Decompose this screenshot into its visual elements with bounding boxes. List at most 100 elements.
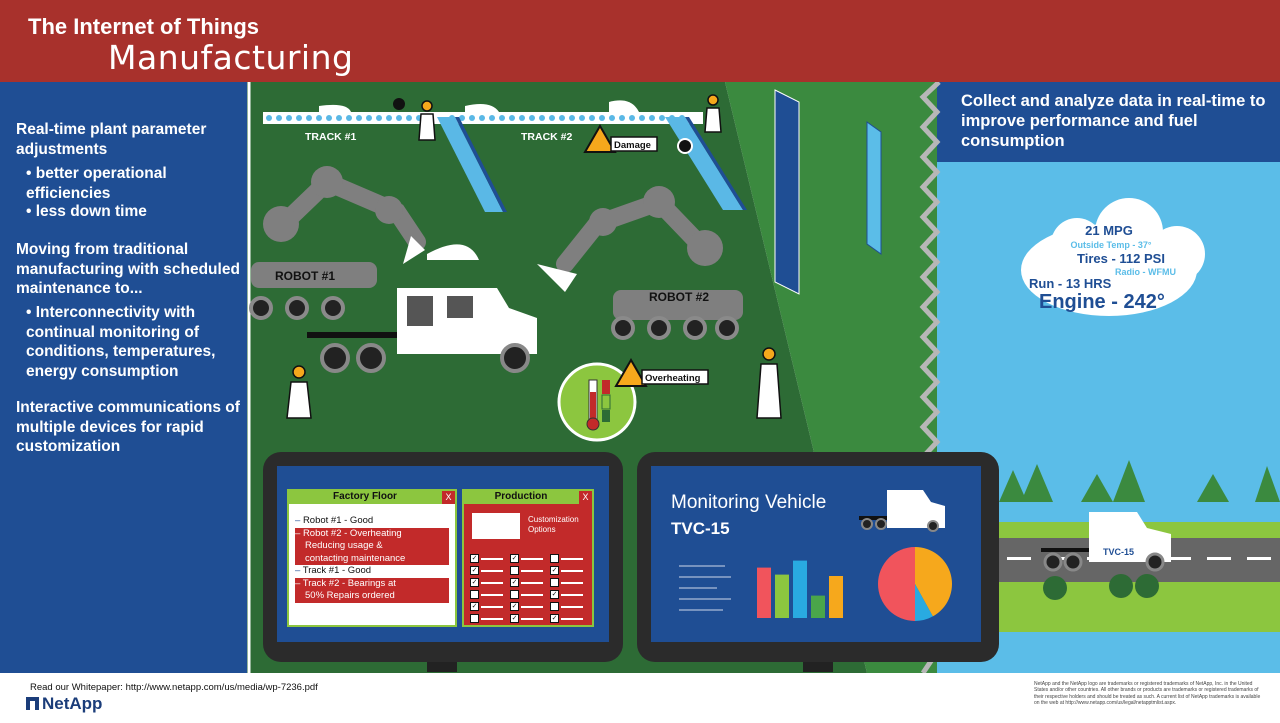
checkbox[interactable]: ✓ — [470, 602, 479, 611]
checkbox[interactable] — [470, 590, 479, 599]
checkbox[interactable]: ✓ — [510, 578, 519, 587]
monitor1-stand — [427, 662, 457, 672]
checkbox[interactable] — [550, 602, 559, 611]
truck1-window — [447, 296, 473, 318]
part-on-track — [609, 100, 639, 112]
checkbox[interactable]: ✓ — [510, 602, 519, 611]
left-info-panel: Real-time plant parameter adjustments • … — [0, 82, 247, 673]
robot2-label: ROBOT #2 — [649, 290, 709, 304]
monitor2-stand — [803, 662, 833, 672]
bar-1 — [775, 574, 789, 618]
thermometer-mercury — [590, 392, 596, 420]
robot2-joint — [589, 208, 617, 236]
truck1-frame — [307, 332, 427, 338]
bushes — [1043, 574, 1159, 600]
robot1-joint — [263, 206, 299, 242]
factory-floor-card: Factory Floor X – Robot #1 - Good – Robo… — [287, 489, 457, 627]
truck1-wheels — [320, 343, 530, 373]
thermometer-gauge — [601, 394, 611, 410]
checkbox[interactable]: ✓ — [510, 554, 519, 563]
checklist-row: ✓✓ — [470, 553, 588, 564]
tire-on-track — [393, 98, 405, 110]
checkbox[interactable]: ✓ — [550, 566, 559, 575]
window-2 — [866, 121, 882, 255]
track1-label: TRACK #1 — [305, 131, 357, 143]
truck2-wheels — [1043, 552, 1165, 572]
checklist-row: ✓✓ — [470, 565, 588, 576]
damage-tag — [610, 136, 658, 152]
part-on-track — [319, 104, 351, 112]
checklist-row: ✓ — [470, 589, 588, 600]
monitor2-truck-wheels — [861, 518, 939, 532]
robot1-arm — [268, 171, 426, 251]
robot1-joint — [375, 196, 403, 224]
monitor2-bar-chart — [757, 560, 843, 618]
checkbox[interactable] — [510, 566, 519, 575]
netapp-logo: NetApp — [26, 694, 102, 714]
checkbox[interactable] — [510, 590, 519, 599]
robot1-part — [427, 244, 479, 260]
header-banner — [0, 0, 1280, 82]
window-1 — [774, 89, 800, 295]
track2-label: TRACK #2 — [521, 131, 573, 143]
right-banner-text: Collect and analyze data in real-time to… — [961, 92, 1266, 150]
monitor2-truck-frame — [859, 516, 899, 520]
checkbox[interactable]: ✓ — [470, 566, 479, 575]
monitor2-subtitle: TVC-15 — [671, 519, 730, 538]
bar-3 — [811, 595, 825, 618]
worker-figure — [418, 100, 436, 141]
truck2-cab — [1089, 512, 1171, 562]
bar-0 — [757, 567, 771, 618]
tire-on-track — [677, 138, 693, 154]
robot1-label: ROBOT #1 — [275, 269, 335, 283]
pie-slice-1 — [915, 584, 933, 621]
cloud-radio: Radio - WFMU — [1115, 267, 1176, 277]
robot2-claw — [537, 264, 577, 292]
track1-belt — [263, 112, 443, 124]
checkbox[interactable]: ✓ — [550, 590, 559, 599]
trees — [999, 460, 1280, 502]
data-cloud — [1021, 198, 1205, 316]
whitepaper-link[interactable]: Read our Whitepaper: http://www.netapp.c… — [30, 682, 318, 693]
bar-4 — [829, 576, 843, 618]
pie-slice-0 — [915, 547, 952, 617]
checkbox[interactable]: ✓ — [470, 578, 479, 587]
factory-floor-close-button[interactable]: X — [442, 491, 455, 504]
truck2-frame — [1041, 548, 1101, 552]
thermometer-gauge — [602, 410, 610, 422]
cloud-engine: Engine - 242° — [1039, 291, 1165, 313]
paragraph-traditional-manufacturing: Moving from traditional manufacturing wi… — [16, 241, 240, 297]
checkbox[interactable] — [470, 614, 479, 623]
checkbox[interactable]: ✓ — [510, 614, 519, 623]
robot2-joint — [687, 230, 723, 266]
robot2-base — [613, 290, 743, 320]
checklist-row: ✓✓ — [470, 613, 588, 624]
production-close-button[interactable]: X — [579, 491, 592, 504]
thermometer-gauge — [602, 380, 610, 394]
robot1-claw — [403, 236, 425, 264]
robot1-joint — [311, 166, 343, 198]
damage-label: Damage — [614, 140, 651, 151]
checkbox[interactable] — [550, 578, 559, 587]
bullet-efficiencies: • better operational efficiencies — [26, 165, 167, 202]
monitor2-title: Monitoring Vehicle — [671, 492, 826, 513]
checkbox[interactable]: ✓ — [550, 614, 559, 623]
monitor2-truck-cab — [887, 490, 945, 528]
track2-rollers — [449, 115, 685, 121]
worker-figure — [756, 347, 782, 419]
title-line-1: The Internet of Things — [28, 14, 259, 39]
pie-slice-2 — [878, 547, 915, 621]
cloud-mpg: 21 MPG — [1085, 223, 1133, 238]
robot1-base — [251, 262, 377, 288]
worker-figure — [704, 94, 722, 133]
checkbox[interactable] — [550, 554, 559, 563]
worker-figure — [286, 365, 312, 419]
checklist-row: ✓✓ — [470, 577, 588, 588]
checkbox[interactable]: ✓ — [470, 554, 479, 563]
thermometer-bulb — [586, 417, 600, 431]
truck1-window — [407, 296, 433, 326]
title-line-2: Manufacturing — [108, 38, 354, 77]
